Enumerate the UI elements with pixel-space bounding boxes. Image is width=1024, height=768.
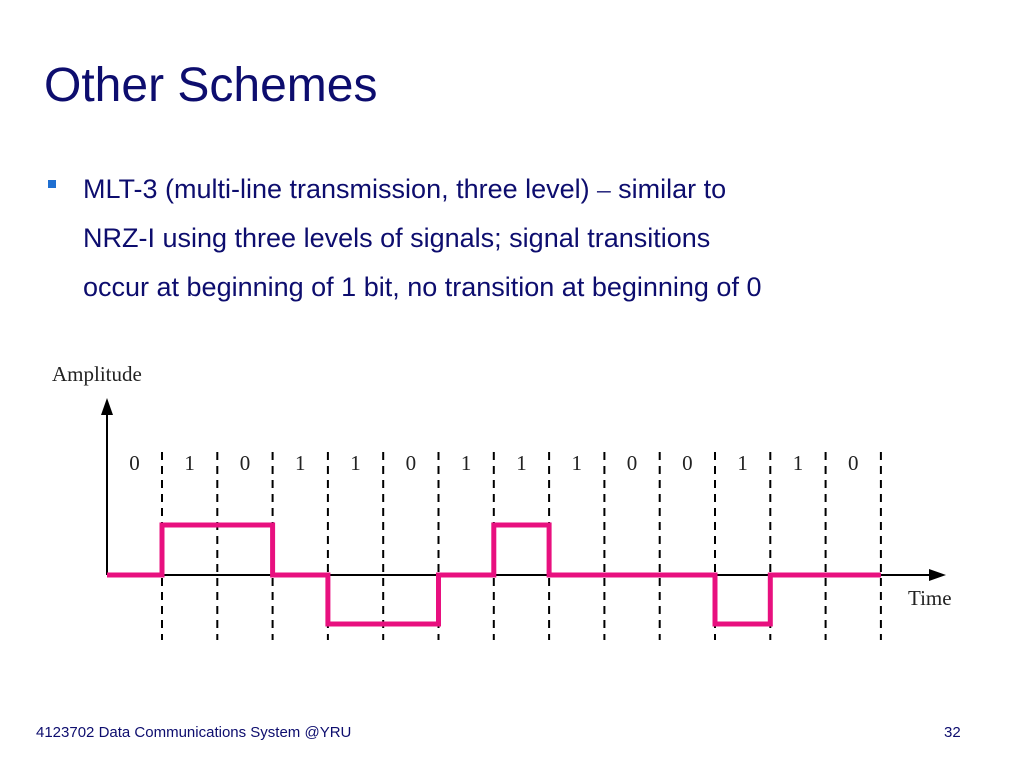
footer-course: 4123702 Data Communications System @YRU — [36, 724, 352, 741]
bullet-item: MLT-3 (multi-line transmission, three le… — [44, 165, 994, 312]
bit-label: 1 — [793, 451, 804, 475]
bit-label: 1 — [461, 451, 472, 475]
bit-label: 1 — [350, 451, 361, 475]
bit-boundary-lines — [161, 452, 882, 640]
mlt3-signal — [107, 522, 881, 627]
bullet-line-1b: similar to — [610, 174, 727, 204]
mlt3-diagram: Amplitude Time 0 1 0 1 1 0 1 1 1 0 0 1 1 0 — [52, 362, 952, 640]
page-number: 32 — [944, 724, 961, 741]
bullet-text: MLT-3 (multi-line transmission, three le… — [83, 165, 994, 312]
x-axis-arrowhead — [929, 569, 946, 581]
bullet-dash: – — [597, 174, 611, 204]
bit-label: 0 — [129, 451, 140, 475]
bit-label: 1 — [737, 451, 748, 475]
bit-label: 1 — [516, 451, 527, 475]
bit-label: 0 — [682, 451, 693, 475]
bit-label: 0 — [406, 451, 417, 475]
x-axis-label: Time — [908, 586, 952, 610]
bullet-line-1a: MLT-3 (multi-line transmission, three le… — [83, 174, 598, 204]
y-axis-label: Amplitude — [52, 362, 142, 386]
bit-label: 0 — [627, 451, 638, 475]
slide-title: Other Schemes — [44, 59, 378, 112]
bit-label: 0 — [848, 451, 859, 475]
bit-label: 1 — [572, 451, 583, 475]
bullet-line-3: occur at beginning of 1 bit, no transiti… — [83, 272, 762, 302]
bit-labels: 0 1 0 1 1 0 1 1 1 0 0 1 1 0 — [129, 451, 858, 475]
bit-label: 1 — [184, 451, 195, 475]
bullet-line-2: NRZ-I using three levels of signals; sig… — [83, 223, 711, 253]
bit-label: 0 — [240, 451, 251, 475]
square-bullet-icon — [48, 180, 56, 188]
bit-label: 1 — [295, 451, 306, 475]
y-axis-arrowhead — [101, 398, 113, 415]
